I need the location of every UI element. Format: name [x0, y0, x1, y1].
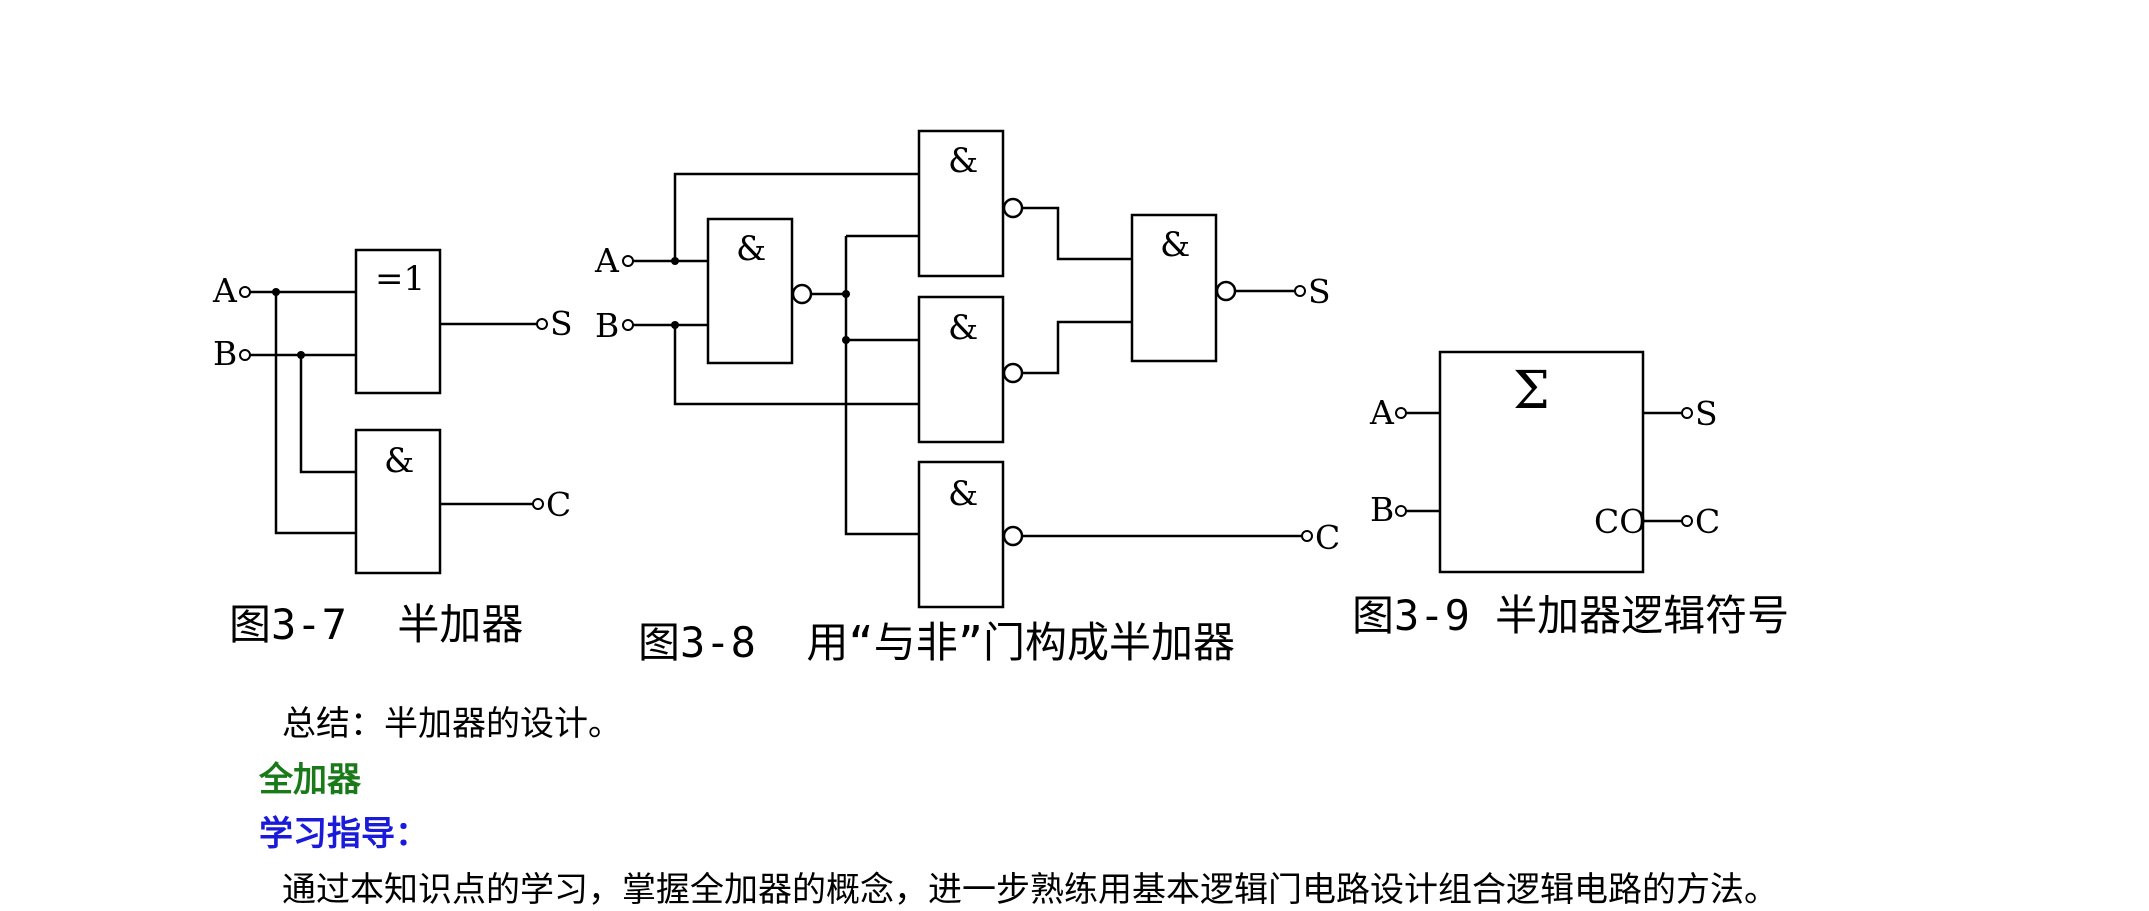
fig38-caption: 图3-8 用“与非”门构成半加器 [638, 618, 1235, 667]
body-text: 通过本知识点的学习，掌握全加器的概念，进一步熟练用基本逻辑门电路设计组合逻辑电路… [282, 870, 1778, 910]
fig39-output-s-terminal [1681, 407, 1693, 419]
fig39-output-c-terminal [1681, 515, 1693, 527]
fig37-wire [274, 292, 356, 535]
fig37-xor-gate [354, 248, 442, 395]
fig39-output-s-label: S [1695, 394, 1718, 433]
fig38-nand-3-symbol: & [948, 308, 978, 348]
fig38-junction [842, 290, 850, 298]
figure-3-9: Σ CO A B S C 图3-9 半加器逻辑符号 [1352, 350, 1789, 640]
fig37-and-symbol: & [384, 441, 414, 481]
fig39-carry-out-label: CO [1594, 502, 1646, 541]
fig39-input-a-label: A [1369, 393, 1395, 432]
fig38-input-a-terminal [622, 255, 634, 267]
fig38-wire [844, 236, 919, 536]
fig38-nand-5-symbol: & [1160, 225, 1190, 265]
fig38-junction [671, 257, 679, 265]
fig37-and-gate [354, 428, 442, 575]
section-heading: 全加器 [259, 760, 361, 800]
fig38-nand-gate-3 [917, 295, 1005, 444]
fig37-output-c-terminal [532, 498, 544, 510]
fig37-output-s-terminal [536, 318, 548, 330]
fig38-nand-3-bubble [1002, 362, 1024, 384]
fig39-caption: 图3-9 半加器逻辑符号 [1352, 591, 1789, 640]
fig38-nand-4-symbol: & [948, 474, 978, 514]
fig38-wire [673, 325, 919, 406]
fig37-input-b-terminal [239, 349, 251, 361]
fig37-input-a-label: A [212, 271, 238, 310]
fig39-sigma-symbol: Σ [1513, 361, 1550, 421]
summary-text: 总结：半加器的设计。 [282, 704, 622, 744]
fig37-junction [297, 351, 305, 359]
fig38-junction [671, 321, 679, 329]
fig38-nand-4-bubble [1002, 525, 1024, 547]
fig38-output-c-terminal [1301, 530, 1313, 542]
fig37-input-b-label: B [213, 334, 237, 373]
fig38-wire [673, 172, 919, 261]
fig38-wire [1022, 320, 1132, 375]
fig37-wire [299, 355, 356, 474]
fig38-nand-gate-5 [1130, 213, 1218, 363]
fig38-nand-gate-1 [706, 217, 794, 365]
fig38-wire [1022, 206, 1132, 261]
fig38-nand-2-bubble [1002, 197, 1024, 219]
fig39-input-b-terminal [1395, 505, 1407, 517]
fig38-nand-2-symbol: & [948, 141, 978, 181]
guide-title: 学习指导： [259, 814, 429, 854]
fig38-output-c-label: C [1315, 518, 1340, 557]
fig38-nand-1-bubble [791, 283, 813, 305]
fig37-caption: 图3-7 半加器 [229, 600, 523, 649]
fig39-half-adder-block [1438, 350, 1645, 574]
fig37-output-s-label: S [550, 304, 573, 343]
fig37-xor-symbol: =1 [375, 259, 425, 299]
fig38-nand-gate-2 [917, 129, 1005, 278]
fig38-input-b-label: B [595, 306, 619, 345]
fig37-output-c-label: C [546, 485, 571, 524]
fig38-output-s-terminal [1294, 285, 1306, 297]
fig38-input-b-terminal [622, 319, 634, 331]
fig38-nand-1-symbol: & [736, 229, 766, 269]
fig39-input-a-terminal [1395, 407, 1407, 419]
figure-3-7: A B =1 & S C 图3-7 半加器 [212, 248, 573, 649]
fig38-junction [842, 336, 850, 344]
fig38-input-a-label: A [594, 241, 620, 280]
fig39-output-c-label: C [1695, 502, 1720, 541]
fig39-input-b-label: B [1370, 490, 1394, 529]
fig37-input-a-terminal [239, 286, 251, 298]
figure-3-8: A B & & & & [594, 129, 1340, 667]
fig37-junction [272, 288, 280, 296]
fig38-output-s-label: S [1308, 272, 1331, 311]
fig38-nand-5-bubble [1215, 280, 1237, 302]
